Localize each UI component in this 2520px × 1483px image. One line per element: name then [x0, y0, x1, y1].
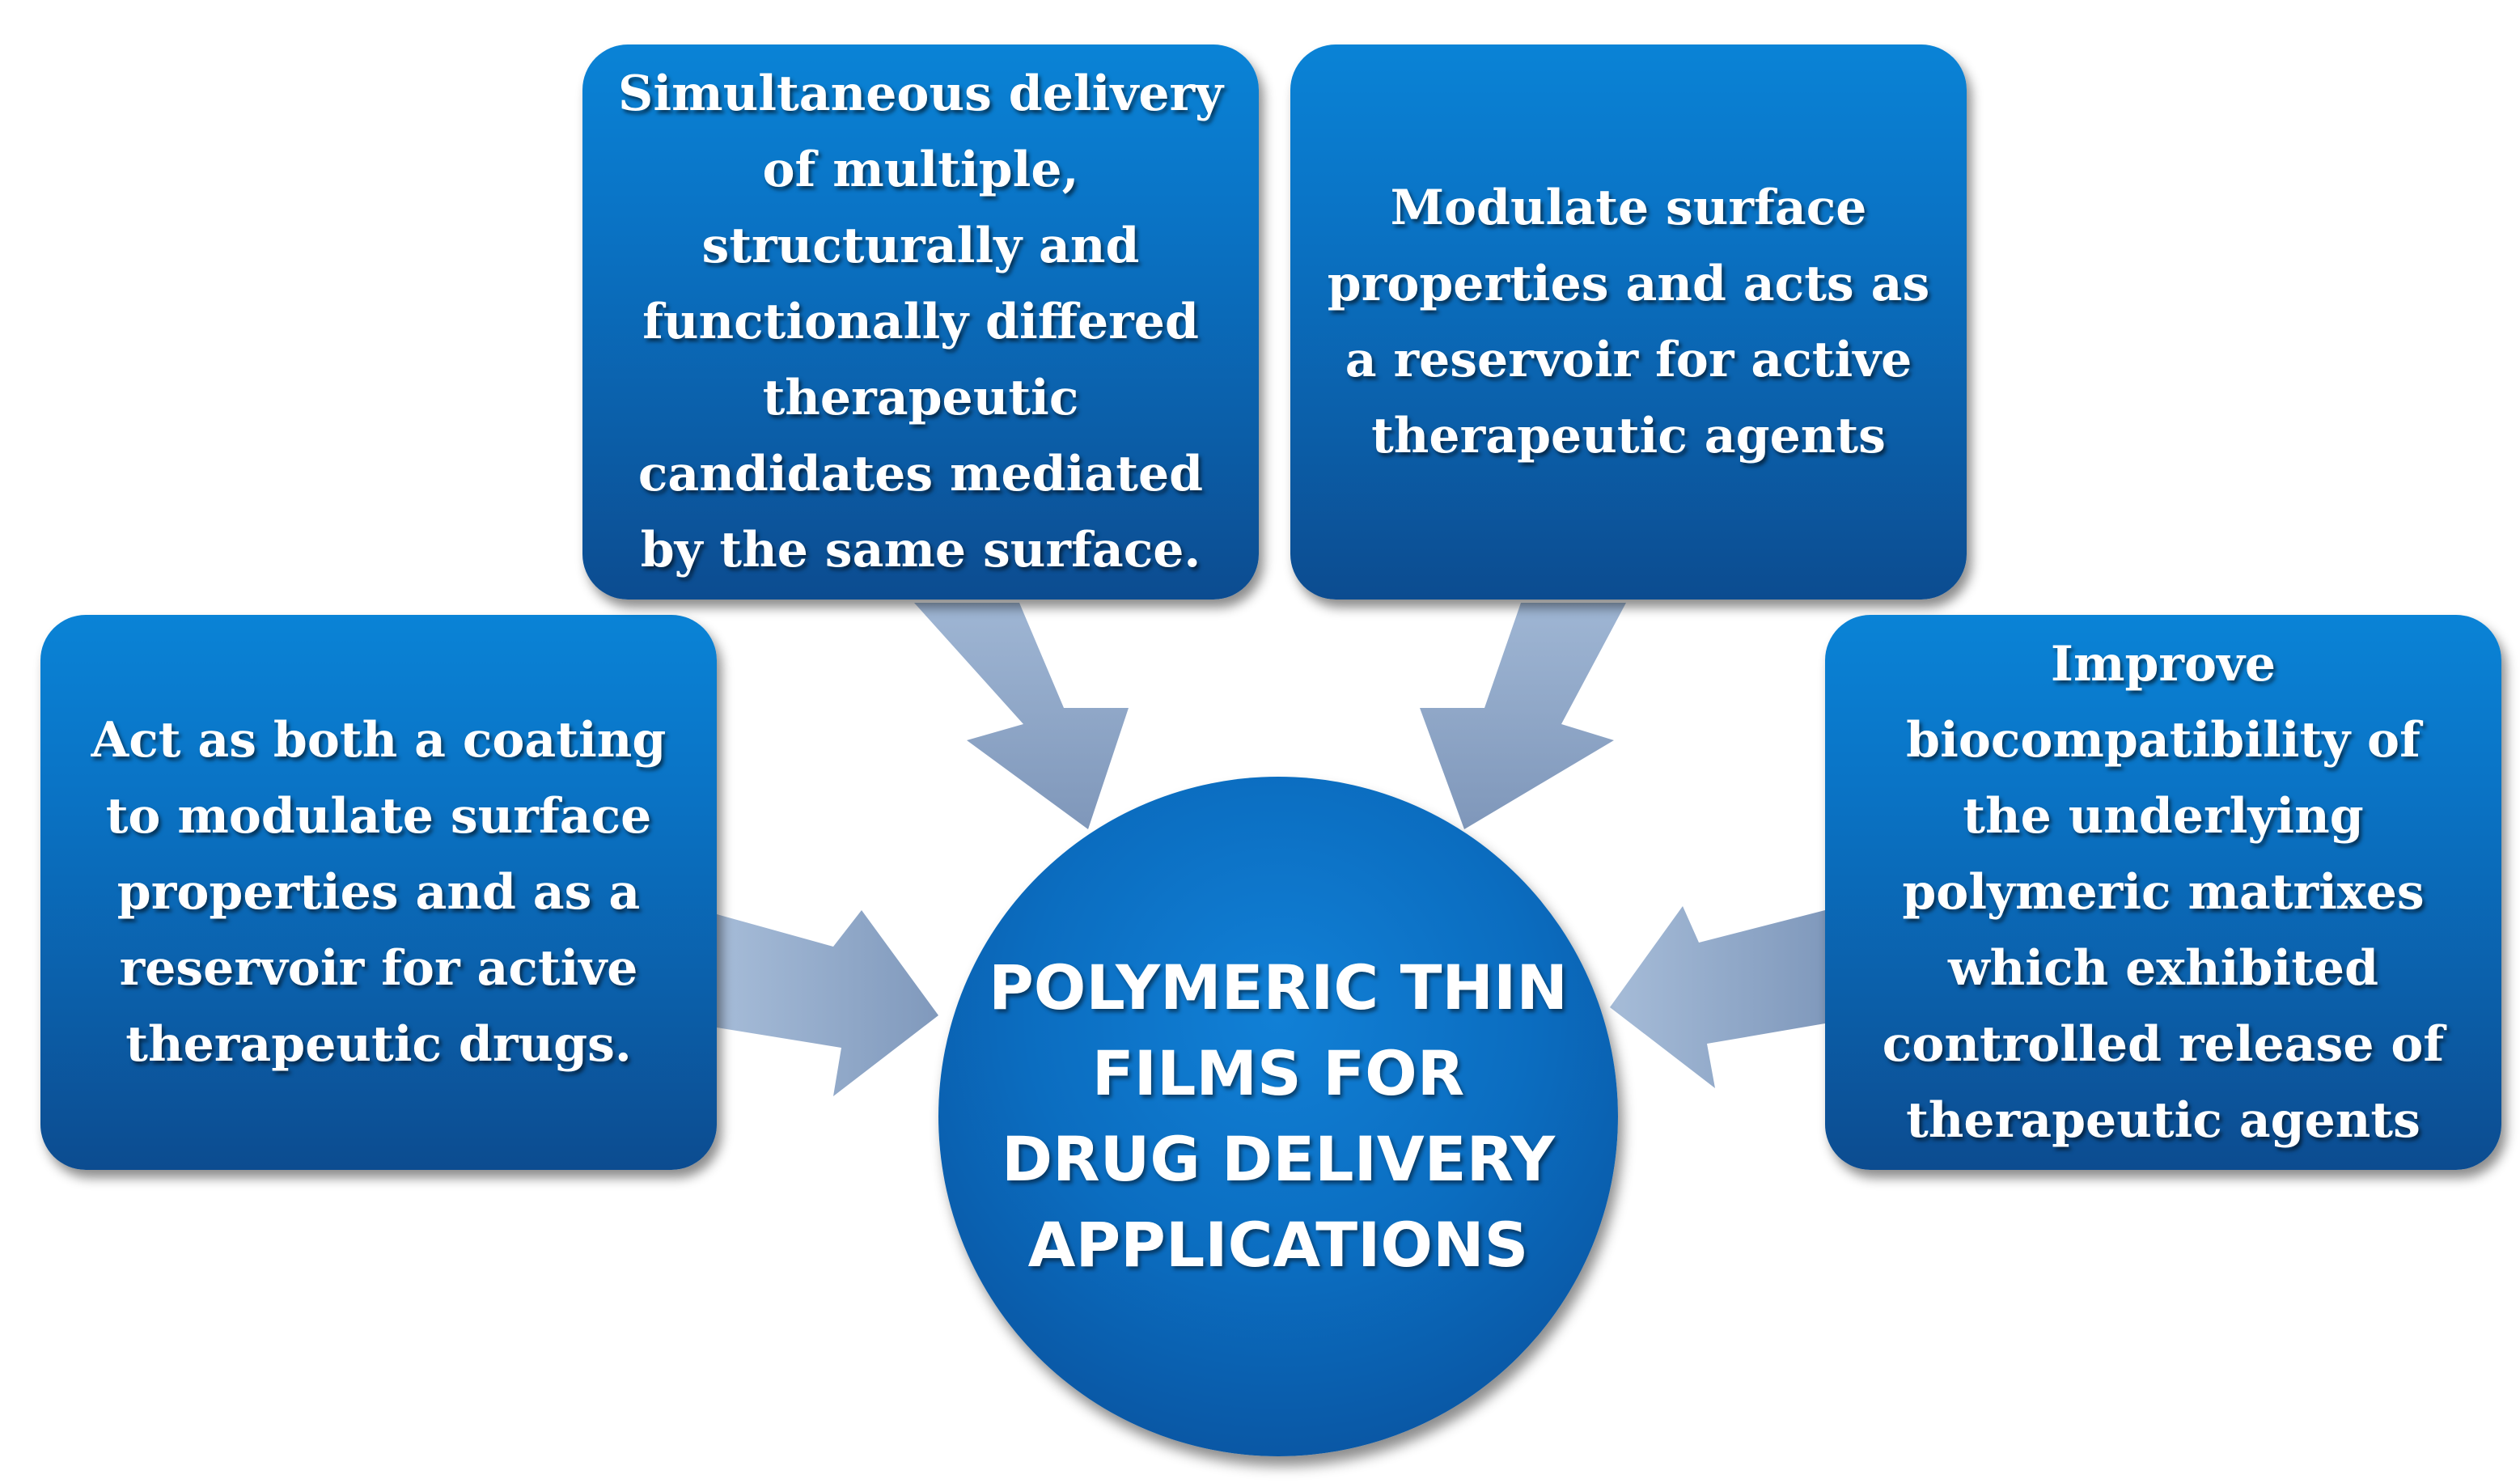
- arrow-right: [1610, 906, 1825, 1088]
- benefit-box-left: Act as both a coating to modulate surfac…: [40, 615, 717, 1170]
- benefit-text-right: Improve biocompatibility of the underlyi…: [1882, 636, 2445, 1149]
- benefit-box-top-right: Modulate surface properties and acts as …: [1290, 44, 1967, 600]
- arrow-top-left: [914, 603, 1129, 829]
- benefit-box-top-left: Simultaneous delivery of multiple, struc…: [582, 44, 1259, 600]
- arrow-left: [717, 910, 938, 1096]
- benefit-text-left: Act as both a coating to modulate surfac…: [91, 712, 667, 1073]
- arrow-top-right: [1420, 603, 1626, 829]
- benefit-text-top-left: Simultaneous delivery of multiple, struc…: [618, 66, 1223, 578]
- benefit-box-right: Improve biocompatibility of the underlyi…: [1825, 615, 2501, 1170]
- benefit-text-top-right: Modulate surface properties and acts as …: [1327, 180, 1930, 464]
- center-circle: POLYMERIC THIN FILMS FOR DRUG DELIVERY A…: [938, 777, 1618, 1456]
- center-title: POLYMERIC THIN FILMS FOR DRUG DELIVERY A…: [989, 951, 1568, 1281]
